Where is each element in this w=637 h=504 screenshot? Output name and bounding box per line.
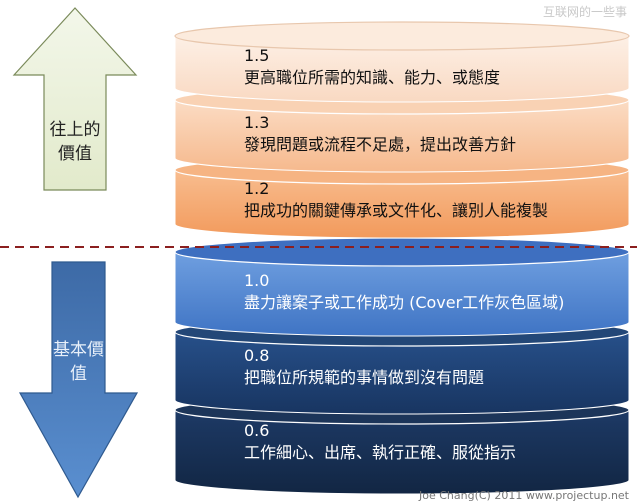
- layer-number: 1.0: [244, 271, 270, 290]
- down-arrow-label-line1: 基本價: [53, 340, 104, 360]
- layer-description: 把職位所規範的事情做到沒有問題: [244, 368, 485, 387]
- layer-1-0-disk: [174, 237, 630, 337]
- watermark-text: 互联网的一些事: [542, 5, 627, 19]
- up-arrow-label-line2: 價值: [58, 144, 92, 164]
- layer-1-2-text: 1.2 把成功的關鍵傳承或文件化、讓別人能複製: [244, 178, 624, 222]
- layer-number: 0.6: [244, 421, 270, 440]
- layer-number: 1.5: [244, 46, 270, 65]
- layer-description: 發現問題或流程不足處，提出改善方針: [244, 135, 517, 154]
- layer-1-5-disk: [174, 21, 630, 103]
- down-arrow: [18, 261, 139, 499]
- layer-number: 1.3: [244, 113, 270, 132]
- layer-1-5-text: 1.5 更高職位所需的知識、能力、或態度: [244, 45, 624, 89]
- up-arrow-label-line1: 往上的: [49, 120, 101, 140]
- layer-number: 1.2: [244, 179, 270, 198]
- down-arrow-label-line2: 值: [70, 364, 87, 384]
- layer-description: 工作細心、出席、執行正確、服從指示: [244, 443, 517, 462]
- down-arrow-label: 基本價 值: [52, 338, 105, 386]
- layer-1-3-text: 1.3 發現問題或流程不足處，提出改善方針: [244, 112, 624, 156]
- layer-description: 盡力讓案子或工作成功 (Cover工作灰色區域): [244, 293, 565, 312]
- up-arrow: [12, 7, 138, 191]
- layer-description: 把成功的關鍵傳承或文件化、讓別人能複製: [244, 201, 549, 220]
- credit-text: Joe Chang(C) 2011 www.projectup.net: [419, 489, 629, 502]
- up-arrow-label: 往上的 價值: [44, 118, 106, 166]
- layer-description: 更高職位所需的知識、能力、或態度: [244, 68, 501, 87]
- layer-number: 0.8: [244, 346, 270, 365]
- layer-0-6-text: 0.6 工作細心、出席、執行正確、服從指示: [244, 420, 624, 464]
- layer-0-8-text: 0.8 把職位所規範的事情做到沒有問題: [244, 345, 624, 389]
- layer-1-0-text: 1.0 盡力讓案子或工作成功 (Cover工作灰色區域): [244, 270, 624, 314]
